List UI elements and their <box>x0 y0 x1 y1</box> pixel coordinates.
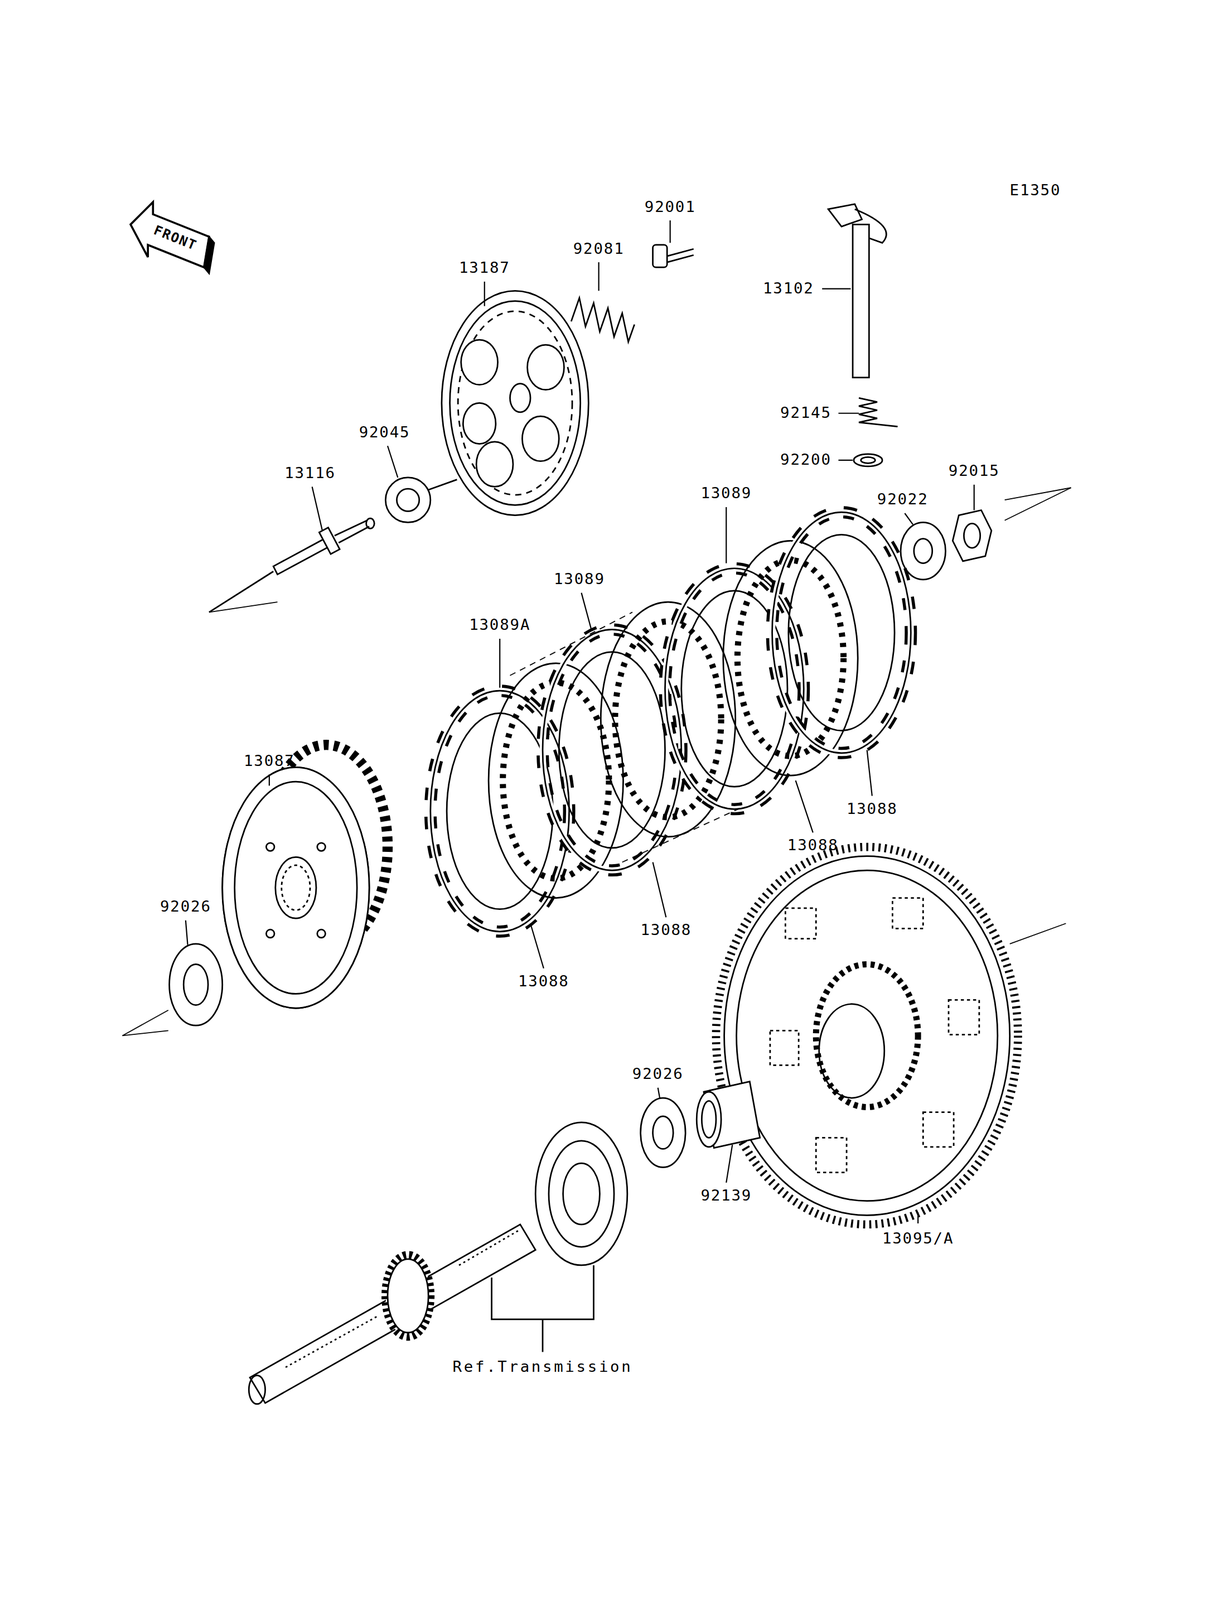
clutch-spring <box>571 297 635 342</box>
callout-number: 13095/A <box>882 1230 954 1246</box>
bearing-transmission <box>535 1122 628 1265</box>
callout-number: 92001 <box>644 199 696 215</box>
callout-number: 92026 <box>160 898 212 915</box>
callout-number: 13089A <box>469 617 531 633</box>
callout-number: 13089 <box>553 571 606 587</box>
release-shaft <box>828 204 898 467</box>
callout-number: 92045 <box>359 424 411 441</box>
callout-number: 13089 <box>700 486 752 502</box>
clutch-hub <box>222 744 388 1008</box>
bearing-92045 <box>385 477 457 522</box>
reference-note: Ref.Transmission <box>452 1359 633 1375</box>
callout-number: 13088 <box>518 973 570 989</box>
front-arrow <box>130 201 215 274</box>
spring-bolt <box>653 244 694 268</box>
pressure-plate <box>441 290 589 515</box>
callout-number: 92145 <box>780 405 832 421</box>
push-rod <box>209 518 375 612</box>
clutch-housing <box>716 846 1066 1225</box>
callout-number: 13088 <box>846 801 898 817</box>
callout-number: 92026 <box>632 1066 684 1082</box>
callout-number: 92139 <box>700 1187 752 1203</box>
callout-number: 13088 <box>787 838 839 854</box>
callout-number: 13088 <box>640 922 692 938</box>
callout-number: 13102 <box>762 281 815 297</box>
callout-number: 13087 <box>243 753 296 769</box>
sleeve-92139 <box>696 1081 760 1148</box>
callout-number: 13116 <box>284 465 336 481</box>
callout-number: 13187 <box>458 260 511 276</box>
transmission-shaft <box>248 1224 594 1404</box>
callout-number: 92022 <box>877 491 929 507</box>
figure-code: E1350 <box>1009 182 1062 198</box>
callout-number: 92081 <box>573 241 625 257</box>
leader-lines <box>185 220 975 1223</box>
callout-number: 92015 <box>948 463 1000 479</box>
callout-number: 92200 <box>780 452 832 468</box>
washer-92026-a <box>122 943 222 1036</box>
washer-92026-b <box>640 1097 686 1167</box>
